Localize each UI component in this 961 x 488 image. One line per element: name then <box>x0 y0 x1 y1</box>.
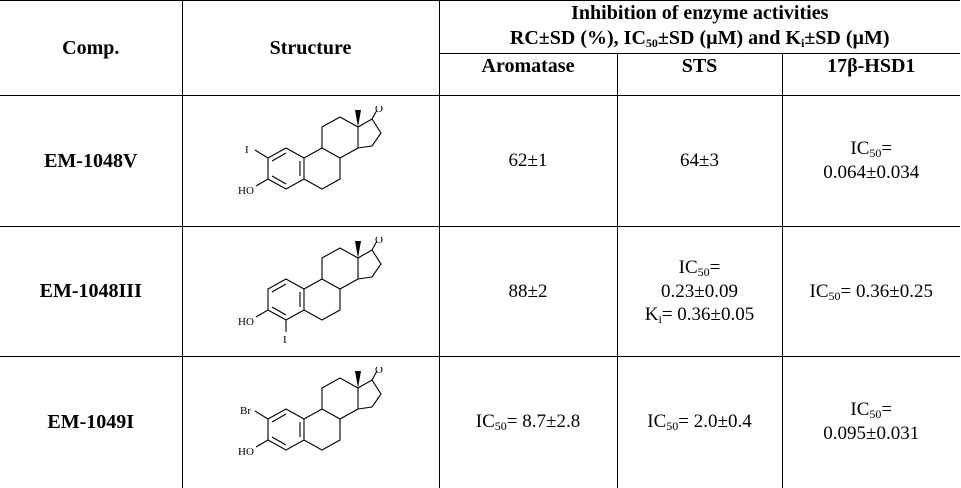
table-row: EM-1048V <box>0 95 961 227</box>
steroid-structure-4-substituted: I HO O <box>238 237 383 346</box>
steroid-structure-2-bromo: Br HO O <box>238 367 383 458</box>
header-comp: Comp. <box>0 0 182 96</box>
substituent-label: Br <box>240 405 251 417</box>
comp-id: EM-1048III <box>0 226 182 357</box>
structure-cell: Br HO O <box>181 356 439 488</box>
sts-value: IC50= 0.23±0.09 Ki= 0.36±0.05 <box>616 226 782 357</box>
header-group-line1: Inhibition of enzyme activities <box>571 2 829 24</box>
comp-id: EM-1048V <box>0 95 182 227</box>
substituent-label: I <box>245 144 249 156</box>
oxo-label: O <box>375 237 383 246</box>
hydroxyl-label: HO <box>238 316 254 328</box>
header-group: Inhibition of enzyme activities RC±SD (%… <box>438 0 961 54</box>
structure-cell: I HO O <box>181 226 439 357</box>
header-row: Comp. Structure Inhibition of enzyme act… <box>0 0 961 96</box>
table-row: EM-1048III I HO O <box>0 226 961 357</box>
steroid-structure-2-substituted: I HO O <box>238 106 383 197</box>
header-17b-hsd1: 17β-HSD1 <box>781 53 961 96</box>
hsd-value: IC50= 0.095±0.031 <box>781 356 961 488</box>
oxo-label: O <box>375 367 383 376</box>
table-row: EM-1049I Br HO O <box>0 356 961 488</box>
header-structure: Structure <box>181 0 439 96</box>
aromatase-value: 62±1 <box>438 95 617 227</box>
sts-value: 64±3 <box>616 95 782 227</box>
aromatase-value: IC50= 8.7±2.8 <box>438 356 617 488</box>
header-group-line2: RC±SD (%), IC50±SD (µM) and Ki±SD (µM) <box>509 27 890 50</box>
hsd-value: IC50= 0.064±0.034 <box>781 95 961 227</box>
aromatase-value: 88±2 <box>438 226 617 357</box>
header-sts: STS <box>616 53 782 96</box>
hsd-value: IC50= 0.36±0.25 <box>781 226 961 357</box>
header-aromatase: Aromatase <box>438 53 617 96</box>
oxo-label: O <box>375 106 383 115</box>
hydroxyl-label: HO <box>238 185 254 197</box>
sts-value: IC50= 2.0±0.4 <box>616 356 782 488</box>
hydroxyl-label: HO <box>238 446 254 458</box>
header-subrow: Aromatase STS 17β-HSD1 <box>0 53 961 96</box>
comp-id: EM-1049I <box>0 356 182 488</box>
substituent-label: I <box>283 334 287 346</box>
structure-cell: I HO O <box>181 95 439 227</box>
